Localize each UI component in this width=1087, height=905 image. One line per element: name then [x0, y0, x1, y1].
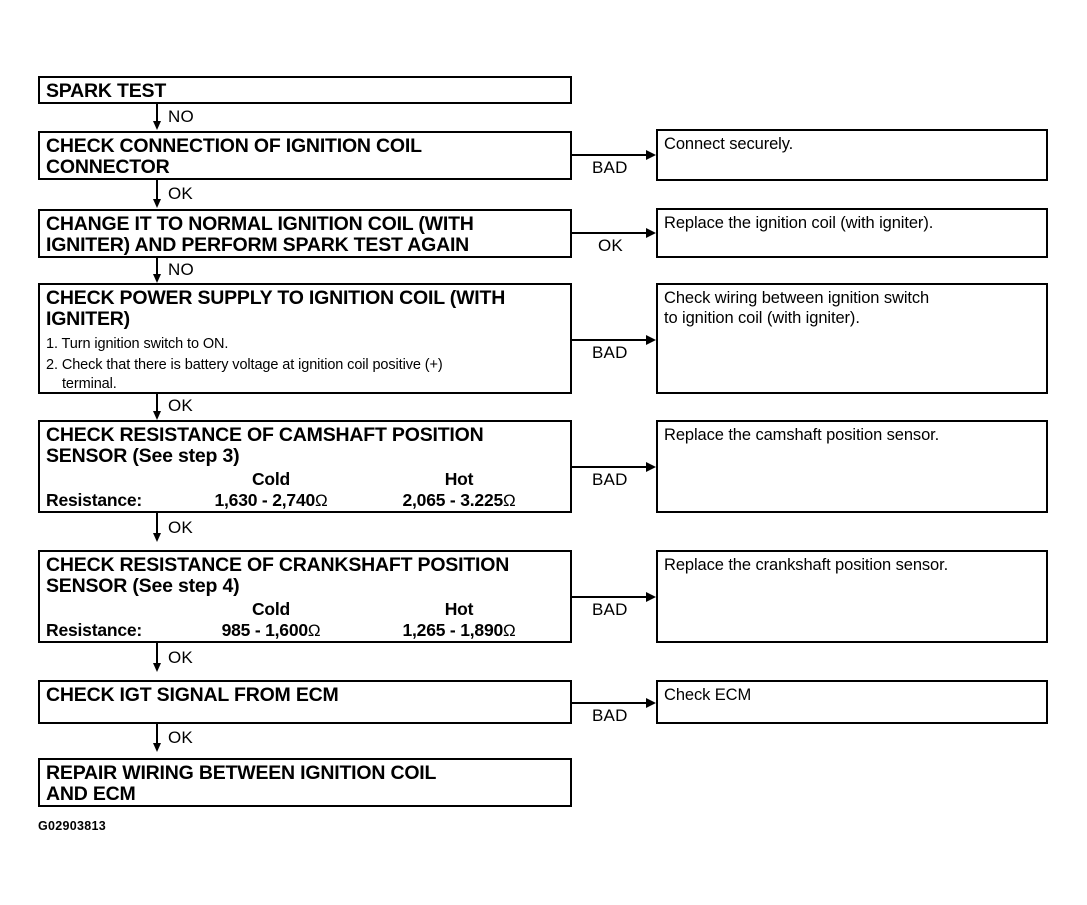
step-title-change-coil: CHANGE IT TO NORMAL IGNITION COIL (WITH …: [46, 213, 474, 257]
arrow-down-icon: [152, 533, 161, 542]
edge-label-bad: BAD: [592, 343, 628, 362]
figure-code-label: G02903813: [38, 819, 107, 833]
result-text-check-ecm: Check ECM: [664, 686, 752, 704]
connector-line-vertical: [156, 180, 158, 201]
connector-line-horizontal: [572, 702, 648, 704]
arrow-right-icon: [646, 335, 656, 345]
step-title-check-camshaft-sensor: CHECK RESISTANCE OF CAMSHAFT POSITION SE…: [46, 424, 484, 468]
result-text-connect-securely: Connect securely.: [664, 135, 794, 153]
connector-line-horizontal: [572, 154, 648, 156]
step-box-spark-test: SPARK TEST: [38, 76, 572, 104]
edge-label-bad: BAD: [592, 706, 628, 725]
step-title-check-connection: CHECK CONNECTION OF IGNITION COIL CONNEC…: [46, 135, 422, 179]
result-text-check-wiring: Check wiring between ignition switch to …: [664, 289, 930, 328]
spec-value-cold: 985 - 1,600Ω: [221, 619, 321, 640]
substep-item: 1. Turn ignition switch to ON.: [46, 335, 229, 352]
result-box-check-wiring: Check wiring between ignition switch to …: [656, 283, 1048, 394]
result-box-replace-ignition-coil: Replace the ignition coil (with igniter)…: [656, 208, 1048, 258]
step-box-check-igt-signal: CHECK IGT SIGNAL FROM ECM: [38, 680, 572, 724]
connector-line-vertical: [156, 513, 158, 536]
spec-header-row: Cold Hot: [46, 599, 564, 620]
step-box-check-camshaft-sensor: CHECK RESISTANCE OF CAMSHAFT POSITION SE…: [38, 420, 572, 513]
spec-value-row: Resistance: 985 - 1,600Ω 1,265 - 1,890Ω: [46, 620, 564, 641]
step-title-spark-test: SPARK TEST: [46, 80, 167, 102]
spec-value-row: Resistance: 1,630 - 2,740Ω 2,065 - 3.225…: [46, 490, 564, 511]
connector-line-horizontal: [572, 339, 648, 341]
arrow-down-icon: [152, 274, 161, 283]
resistance-spec-camshaft: Cold Hot Resistance: 1,630 - 2,740Ω 2,06…: [46, 469, 564, 511]
edge-label-bad: BAD: [592, 158, 628, 177]
step-box-check-connection: CHECK CONNECTION OF IGNITION COIL CONNEC…: [38, 131, 572, 180]
result-text-replace-camshaft-sensor: Replace the camshaft position sensor.: [664, 426, 940, 444]
arrow-right-icon: [646, 150, 656, 160]
result-box-replace-crankshaft-sensor: Replace the crankshaft position sensor.: [656, 550, 1048, 643]
step-box-repair-wiring: REPAIR WIRING BETWEEN IGNITION COIL AND …: [38, 758, 572, 807]
result-box-check-ecm: Check ECM: [656, 680, 1048, 724]
arrow-down-icon: [152, 743, 161, 752]
connector-line-vertical: [156, 724, 158, 745]
spec-header-hot: Hot: [444, 598, 474, 619]
spec-row-label: Resistance:: [46, 619, 143, 640]
step-title-check-power-supply: CHECK POWER SUPPLY TO IGNITION COIL (WIT…: [46, 287, 506, 331]
ohm-unit-icon: Ω: [503, 490, 516, 510]
arrow-down-icon: [152, 663, 161, 672]
edge-label-ok: OK: [168, 396, 193, 415]
ohm-unit-icon: Ω: [307, 620, 321, 640]
result-box-connect-securely: Connect securely.: [656, 129, 1048, 181]
edge-label-bad: BAD: [592, 470, 628, 489]
edge-label-ok: OK: [168, 648, 193, 667]
step-title-check-crankshaft-sensor: CHECK RESISTANCE OF CRANKSHAFT POSITION …: [46, 554, 510, 598]
result-text-replace-crankshaft-sensor: Replace the crankshaft position sensor.: [664, 556, 949, 574]
spec-header-row: Cold Hot: [46, 469, 564, 490]
spec-header-hot: Hot: [444, 468, 474, 489]
substep-item: 2. Check that there is battery voltage a…: [46, 356, 443, 392]
connector-line-horizontal: [572, 232, 648, 234]
step-title-check-igt-signal: CHECK IGT SIGNAL FROM ECM: [46, 684, 339, 706]
step-box-change-coil: CHANGE IT TO NORMAL IGNITION COIL (WITH …: [38, 209, 572, 258]
result-box-replace-camshaft-sensor: Replace the camshaft position sensor.: [656, 420, 1048, 513]
ohm-unit-icon: Ω: [315, 490, 328, 510]
step-box-check-power-supply: CHECK POWER SUPPLY TO IGNITION COIL (WIT…: [38, 283, 572, 394]
edge-label-ok: OK: [168, 728, 193, 747]
step-box-check-crankshaft-sensor: CHECK RESISTANCE OF CRANKSHAFT POSITION …: [38, 550, 572, 643]
arrow-down-icon: [152, 199, 161, 208]
connector-line-vertical: [156, 643, 158, 666]
spec-header-cold: Cold: [251, 468, 291, 489]
connector-line-horizontal: [572, 596, 648, 598]
spec-row-label: Resistance:: [46, 489, 143, 510]
spec-value-hot: 1,265 - 1,890Ω: [402, 619, 516, 640]
substep-list: 1. Turn ignition switch to ON. 2. Check …: [46, 335, 564, 394]
edge-label-no: NO: [168, 107, 194, 126]
connector-line-vertical: [156, 258, 158, 277]
spec-value-hot: 2,065 - 3.225Ω: [402, 489, 516, 510]
edge-label-no: NO: [168, 260, 194, 279]
edge-label-bad: BAD: [592, 600, 628, 619]
spec-header-cold: Cold: [251, 598, 291, 619]
result-text-replace-ignition-coil: Replace the ignition coil (with igniter)…: [664, 214, 934, 232]
arrow-right-icon: [646, 592, 656, 602]
edge-label-ok: OK: [168, 184, 193, 203]
arrow-right-icon: [646, 462, 656, 472]
edge-label-ok: OK: [598, 236, 623, 255]
spec-value-cold: 1,630 - 2,740Ω: [214, 489, 328, 510]
arrow-right-icon: [646, 228, 656, 238]
arrow-down-icon: [152, 411, 161, 420]
connector-line-horizontal: [572, 466, 648, 468]
step-title-repair-wiring: REPAIR WIRING BETWEEN IGNITION COIL AND …: [46, 762, 437, 806]
arrow-down-icon: [152, 121, 161, 130]
resistance-spec-crankshaft: Cold Hot Resistance: 985 - 1,600Ω 1,265 …: [46, 599, 564, 641]
connector-line-vertical: [156, 394, 158, 414]
connector-line-vertical: [156, 104, 158, 123]
ohm-unit-icon: Ω: [503, 620, 516, 640]
arrow-right-icon: [646, 698, 656, 708]
edge-label-ok: OK: [168, 518, 193, 537]
